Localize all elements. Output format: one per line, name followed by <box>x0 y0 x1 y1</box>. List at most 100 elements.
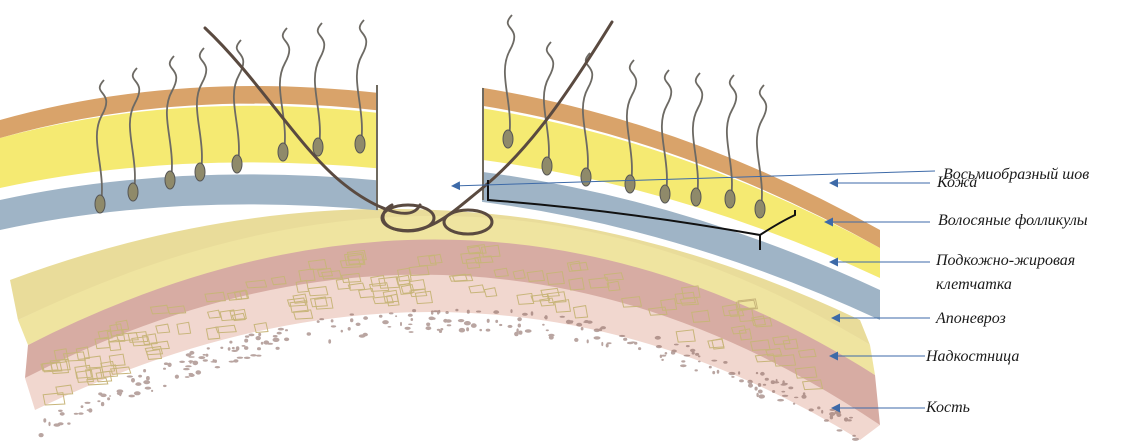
speckle <box>584 320 588 322</box>
speckle <box>793 403 795 405</box>
speckle <box>237 357 243 359</box>
speckle <box>143 380 150 384</box>
speckle <box>638 347 641 350</box>
follicle-bulb <box>313 138 323 156</box>
speckle <box>495 320 498 323</box>
speckle <box>849 417 853 419</box>
follicle-bulb <box>232 155 242 173</box>
speckle <box>661 355 666 357</box>
speckle <box>723 361 727 364</box>
speckle <box>109 395 111 397</box>
speckle <box>348 327 351 331</box>
speckle <box>356 323 361 326</box>
speckle <box>519 331 523 335</box>
speckle <box>443 319 448 323</box>
speckle <box>781 391 785 393</box>
speckle <box>834 410 841 414</box>
speckle <box>189 351 194 355</box>
speckle <box>412 309 416 312</box>
speckle <box>763 384 766 386</box>
speckle <box>214 360 217 363</box>
speckle <box>145 387 151 390</box>
speckle <box>100 394 106 398</box>
follicle-bulb <box>165 171 175 189</box>
speckle <box>131 378 135 383</box>
speckle <box>738 371 740 374</box>
speckle <box>379 315 383 318</box>
speckle <box>777 399 784 402</box>
speckle <box>773 381 779 383</box>
speckle <box>431 310 434 314</box>
speckle <box>852 435 856 437</box>
speckle <box>43 418 46 422</box>
speckle <box>471 323 477 328</box>
speckle <box>257 347 261 350</box>
speckle <box>546 329 549 331</box>
speckle <box>847 419 852 421</box>
speckle <box>627 342 634 345</box>
speckle <box>756 372 758 374</box>
speckle <box>97 400 100 402</box>
follicle-bulb <box>725 190 735 208</box>
label-subcutaneous-1: Подкожно-жировая <box>936 251 1075 270</box>
speckle <box>278 328 284 331</box>
speckle <box>655 336 661 340</box>
speckle <box>143 369 146 372</box>
speckle <box>78 412 83 414</box>
speckle <box>101 402 104 406</box>
speckle <box>821 410 823 414</box>
speckle <box>728 372 735 375</box>
speckle <box>244 346 248 350</box>
speckle <box>207 347 210 349</box>
speckle <box>476 311 481 313</box>
speckle <box>228 347 231 351</box>
speckle <box>748 383 753 387</box>
speckle <box>135 382 141 386</box>
speckle <box>671 350 677 353</box>
speckle <box>189 373 194 375</box>
speckle <box>409 331 414 333</box>
speckle <box>232 347 235 349</box>
speckle <box>594 329 600 333</box>
speckle <box>695 369 698 371</box>
speckle <box>711 360 717 362</box>
speckle <box>758 383 761 387</box>
speckle <box>117 392 122 395</box>
speckle <box>731 376 734 378</box>
speckle <box>183 368 190 370</box>
speckle <box>408 314 413 317</box>
speckle <box>307 332 311 335</box>
label-subcutaneous-2: клетчатка <box>936 275 1012 294</box>
follicle-bulb <box>625 175 635 193</box>
speckle <box>514 332 519 337</box>
speckle <box>215 366 220 368</box>
speckle <box>48 422 50 426</box>
speckle <box>518 324 521 328</box>
speckle <box>587 339 589 343</box>
speckle <box>426 323 430 327</box>
speckle <box>623 338 627 341</box>
speckle <box>54 423 61 426</box>
speckle <box>400 322 402 326</box>
speckle <box>576 323 582 327</box>
speckle <box>74 413 78 415</box>
speckle <box>656 345 662 348</box>
speckle <box>205 354 208 357</box>
speckle <box>674 344 679 346</box>
speckle <box>755 387 758 391</box>
speckle <box>188 360 193 362</box>
speckle <box>765 378 769 381</box>
speckle <box>758 394 765 398</box>
speckle <box>67 422 70 424</box>
speckle <box>581 327 584 330</box>
speckle <box>359 334 366 337</box>
follicle-bulb <box>355 135 365 153</box>
speckle <box>363 316 368 320</box>
speckle <box>273 338 280 342</box>
speckle <box>510 309 512 313</box>
speckle <box>285 329 288 331</box>
speckle <box>760 372 765 376</box>
speckle <box>84 402 90 404</box>
speckle <box>739 379 744 382</box>
speckle <box>39 433 44 437</box>
